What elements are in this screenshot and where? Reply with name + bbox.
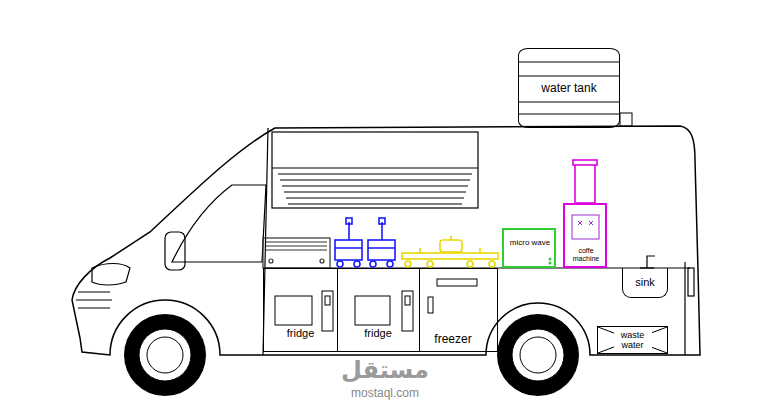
coffee-details-part (575, 163, 595, 203)
microwave-details (549, 258, 552, 265)
node-label: fridge (287, 327, 315, 339)
cabinet-details-part (275, 296, 312, 325)
grill-part (263, 238, 330, 268)
cab-details-part (172, 185, 266, 262)
wheels-part (520, 337, 556, 373)
sink-basin: sink (622, 268, 668, 298)
wheels-part (124, 314, 206, 396)
stove-part (427, 261, 433, 267)
node-label: sink (635, 276, 655, 288)
node-label: waste water (614, 331, 652, 351)
grill (263, 238, 330, 268)
cabinet-details-part (405, 296, 410, 305)
cab-details-part (684, 262, 685, 355)
node-label: water tank (539, 82, 598, 95)
coffee-details (572, 160, 599, 239)
cabinet-details-part (437, 279, 477, 286)
water-tank: water tank (518, 48, 620, 128)
grill-part (266, 242, 327, 250)
microwave-details-part (549, 262, 552, 265)
fryers-part (335, 222, 395, 248)
fryers (335, 218, 395, 267)
cabinet-details-part (428, 297, 433, 313)
tank-ribs-part (620, 113, 632, 126)
cabinet-details-part (325, 296, 330, 305)
waste-cross (598, 327, 667, 353)
stove-part (440, 240, 462, 252)
grill-part (320, 259, 324, 263)
stove-part (402, 253, 498, 259)
cabinet-details (275, 279, 477, 331)
coffee-details-part (578, 221, 593, 225)
stove (402, 236, 498, 267)
fryers-part (346, 218, 352, 224)
ac-unit-part (272, 132, 478, 208)
fridge-cabinet: fridge (338, 268, 420, 352)
fryers-part (335, 240, 362, 260)
fridge-cabinet: fridge (263, 268, 338, 352)
node-label: coffe machine (567, 247, 605, 262)
node-label: micro wave (510, 239, 550, 248)
cab-details-part (688, 268, 694, 296)
fryers-part (368, 240, 395, 260)
watermark-arabic: مستقل (341, 356, 429, 384)
stove-part (489, 261, 495, 267)
fryers-part (354, 261, 360, 267)
microwave-details-part (549, 258, 552, 261)
tank-ribs (519, 62, 632, 126)
stove-part (467, 261, 473, 267)
coffee-machine-box: coffe machine (563, 203, 607, 268)
waste-water-tank: waste water (597, 326, 668, 354)
cabinet-details-part (402, 291, 413, 331)
ac-unit (272, 132, 478, 208)
fryers-part (337, 261, 343, 267)
stove-part (420, 236, 480, 253)
wheels-part (147, 337, 183, 373)
faucet (640, 256, 655, 268)
fryers-part (370, 261, 376, 267)
node-label: fridge (364, 327, 392, 339)
tank-ribs-part (519, 62, 619, 114)
coffee-details-part (573, 160, 597, 165)
wheels-part (512, 329, 564, 381)
waste-cross-part (598, 327, 667, 353)
stove-part (405, 261, 411, 267)
freezer-cabinet: freezer (420, 268, 498, 352)
cab-details-part (165, 232, 185, 270)
coffee-details-part (572, 215, 599, 239)
watermark-url: mostaql.com (351, 386, 419, 400)
wheels-part (497, 314, 579, 396)
grill-part (269, 259, 273, 263)
fryers-part (379, 218, 385, 224)
node-label: freezer (434, 333, 471, 346)
cabinet-details-part (322, 291, 333, 331)
wheels-part (139, 329, 191, 381)
cab-details-part (76, 292, 112, 308)
cab-details-part (92, 264, 130, 286)
fryers-part (387, 261, 393, 267)
wheels (124, 314, 579, 396)
faucet-part (647, 256, 655, 268)
ac-unit-part (272, 168, 478, 204)
cabinet-details-part (355, 296, 390, 325)
microwave-box: micro wave (502, 228, 556, 268)
